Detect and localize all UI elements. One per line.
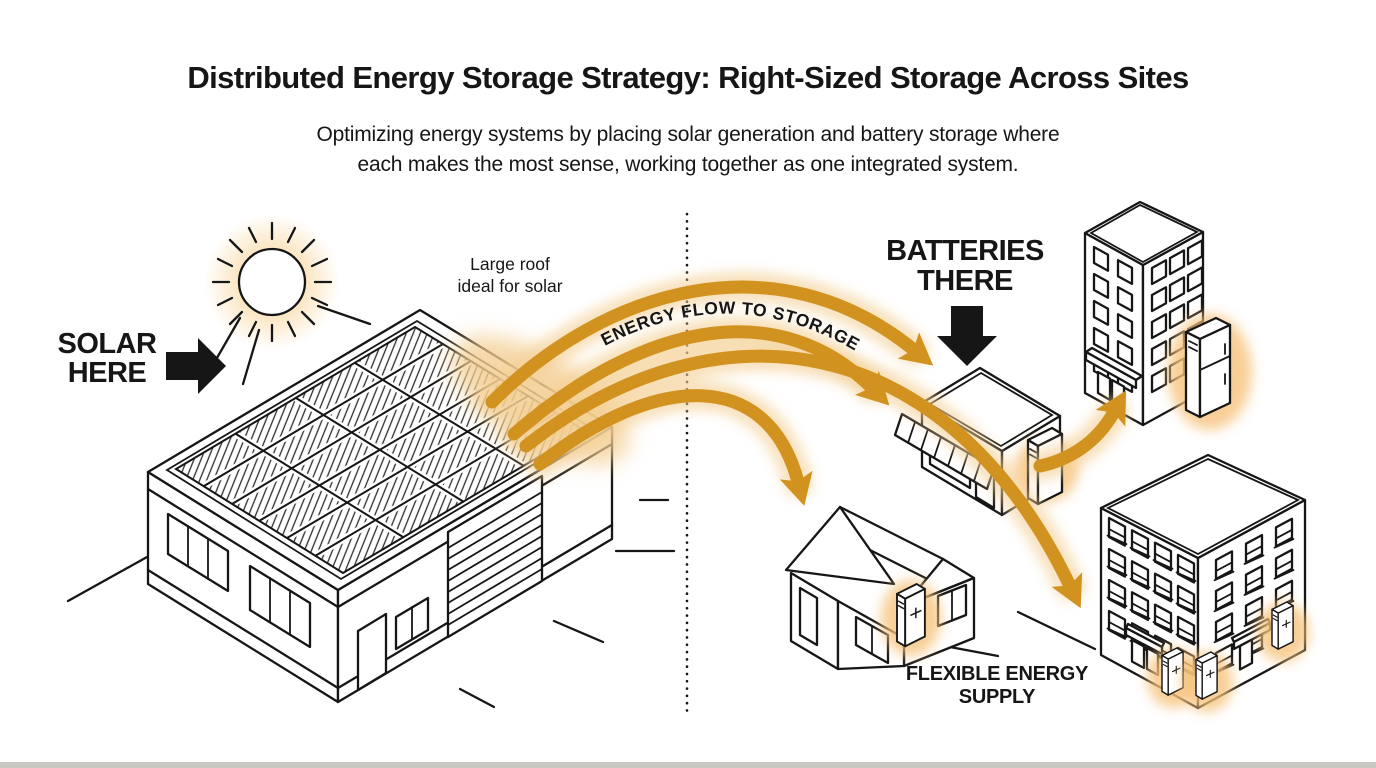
page-subtitle: Optimizing energy systems by placing sol… [316, 123, 1060, 177]
roof-note-label: Large roof ideal for solar [457, 254, 563, 296]
office-tower-with-battery-illustration [1083, 200, 1252, 430]
garage-door [446, 474, 544, 639]
flexible-energy-supply-label: FLEXIBLE ENERGY SUPPLY [905, 663, 1089, 708]
block-arrow-down-icon [937, 306, 997, 366]
footer-bar [0, 762, 1376, 768]
batteries-there-label: BATTERIES THERE [886, 235, 1044, 298]
large-battery-cabinet-icon [1184, 316, 1232, 419]
ground-lines [66, 498, 1097, 709]
solar-here-label: SOLAR HERE [57, 328, 158, 389]
warehouse-small-window [394, 596, 430, 651]
page-title: Distributed Energy Storage Strategy: Rig… [187, 60, 1189, 95]
warehouse-window-strip [166, 512, 312, 649]
battery-unit-icon [1161, 647, 1184, 696]
battery-unit-icon [1271, 601, 1294, 650]
sun-icon [204, 214, 372, 386]
warehouse-door [356, 612, 388, 692]
battery-unit-icon [896, 583, 926, 648]
battery-unit-icon [1195, 651, 1218, 700]
house-door [798, 586, 819, 647]
house-with-battery-illustration [784, 505, 976, 671]
shop-awning [893, 412, 996, 491]
block-arrow-right-icon [166, 338, 226, 394]
curved-flow-arrows-icon [477, 272, 1129, 609]
apartment-with-batteries-illustration [1099, 453, 1309, 712]
house-window [854, 583, 968, 665]
